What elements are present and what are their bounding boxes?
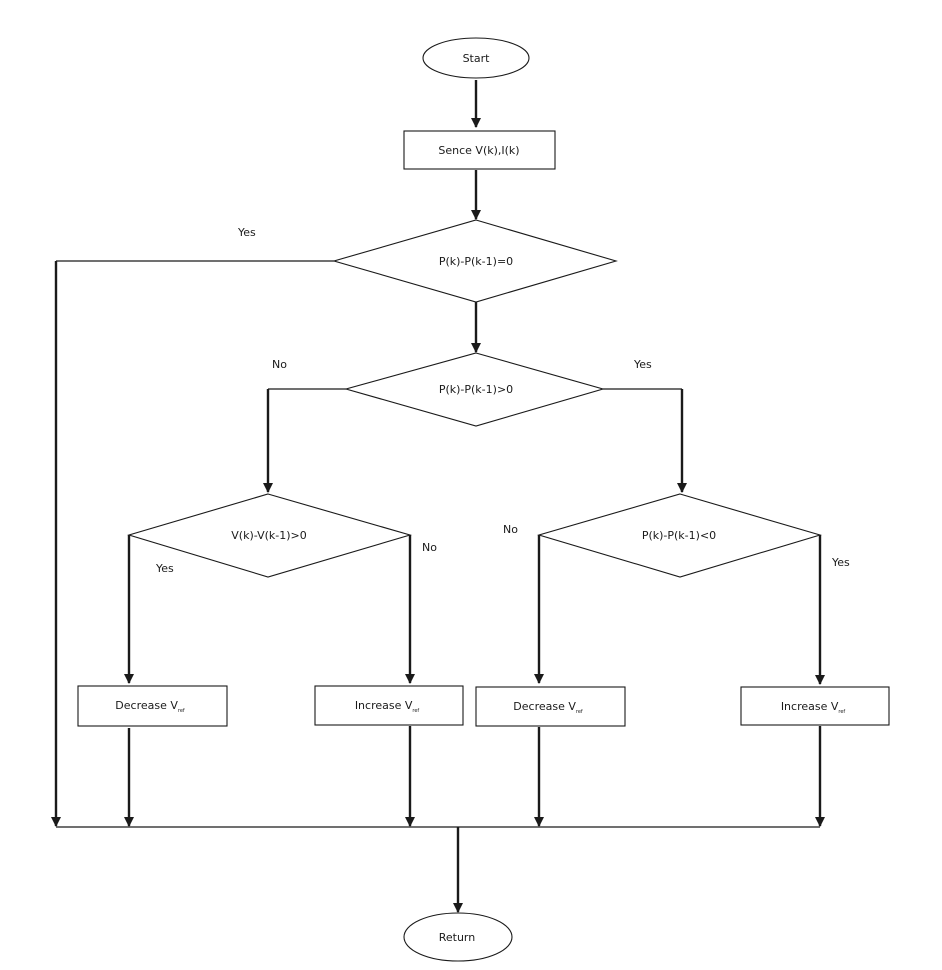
- label-greater-yes: Yes: [633, 358, 652, 371]
- label-less-yes: Yes: [831, 556, 850, 569]
- label-voltage-no: No: [422, 541, 437, 554]
- box-increase-right-rect: [740, 686, 890, 726]
- box-increase-left-label: Increase Vref: [355, 699, 420, 714]
- decision-less-label: P(k)-P(k-1)<0: [642, 529, 716, 542]
- box-decrease-left-rect: [77, 685, 228, 727]
- edge-labels: Yes No Yes Yes No No Yes: [155, 226, 850, 575]
- start-label: Start: [463, 52, 491, 65]
- connectors: [51, 80, 825, 913]
- box-decrease-right: Decrease Vref: [475, 686, 626, 727]
- box-decrease-left: Decrease Vref: [77, 685, 228, 727]
- decision-less: P(k)-P(k-1)<0: [537, 493, 822, 578]
- return-label: Return: [439, 931, 476, 944]
- label-greater-no: No: [272, 358, 287, 371]
- decision-greater-diamond: [343, 352, 605, 427]
- start-terminal: [422, 37, 530, 79]
- decision-voltage-diamond: [127, 493, 412, 578]
- label-voltage-yes: Yes: [155, 562, 174, 575]
- box-increase-left-rect: [314, 685, 464, 726]
- box-increase-right: Increase Vref: [740, 686, 890, 726]
- decision-equal: P(k)-P(k-1)=0: [332, 219, 618, 303]
- decision-voltage: V(k)-V(k-1)>0: [127, 493, 412, 578]
- return-terminal: [403, 912, 513, 962]
- label-equal-yes: Yes: [237, 226, 256, 239]
- box-decrease-right-rect: [475, 686, 626, 727]
- sense-box: [403, 130, 556, 170]
- box-increase-right-label: Increase Vref: [781, 700, 846, 715]
- decision-equal-label: P(k)-P(k-1)=0: [439, 255, 513, 268]
- start-node: Start: [422, 37, 530, 79]
- box-decrease-left-label: Decrease Vref: [115, 699, 185, 714]
- box-decrease-right-label: Decrease Vref: [513, 700, 583, 715]
- decision-greater: P(k)-P(k-1)>0: [343, 352, 605, 427]
- decision-greater-label: P(k)-P(k-1)>0: [439, 383, 513, 396]
- return-node: Return: [403, 912, 513, 962]
- decision-equal-diamond: [332, 219, 618, 303]
- decision-voltage-label: V(k)-V(k-1)>0: [231, 529, 306, 542]
- decision-less-diamond: [537, 493, 822, 578]
- label-less-no: No: [503, 523, 518, 536]
- sense-label: Sence V(k),I(k): [438, 144, 519, 157]
- box-increase-left: Increase Vref: [314, 685, 464, 726]
- sense-node: Sence V(k),I(k): [403, 130, 556, 170]
